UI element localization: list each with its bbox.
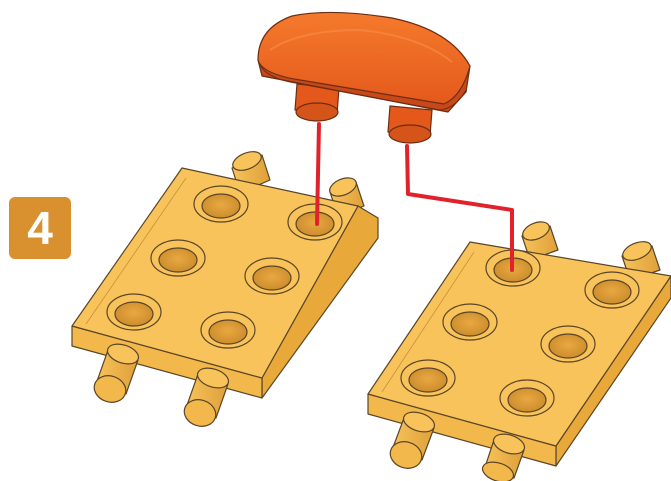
left-plate-socket-6 <box>201 312 255 348</box>
step-number-badge: 4 <box>9 197 71 259</box>
right-plate-socket-3 <box>443 304 497 340</box>
step-number: 4 <box>9 197 71 259</box>
right-plate-socket-6 <box>500 380 554 416</box>
right-plate-socket-5 <box>401 360 455 396</box>
right-plate-socket-4 <box>541 326 595 362</box>
left-plate-socket-1 <box>194 186 248 222</box>
left-plate-socket-3 <box>151 240 205 276</box>
right-plate <box>368 218 671 481</box>
left-plate-socket-4 <box>245 258 299 294</box>
left-plate-socket-2 <box>288 204 342 240</box>
left-plate-socket-5 <box>107 294 161 330</box>
connector-peg-right <box>388 106 432 143</box>
orange-connector <box>258 12 470 143</box>
right-plate-socket-2 <box>585 272 639 308</box>
left-plate <box>72 148 378 430</box>
guide-line-left <box>317 124 319 224</box>
connector-body-top <box>258 12 470 104</box>
